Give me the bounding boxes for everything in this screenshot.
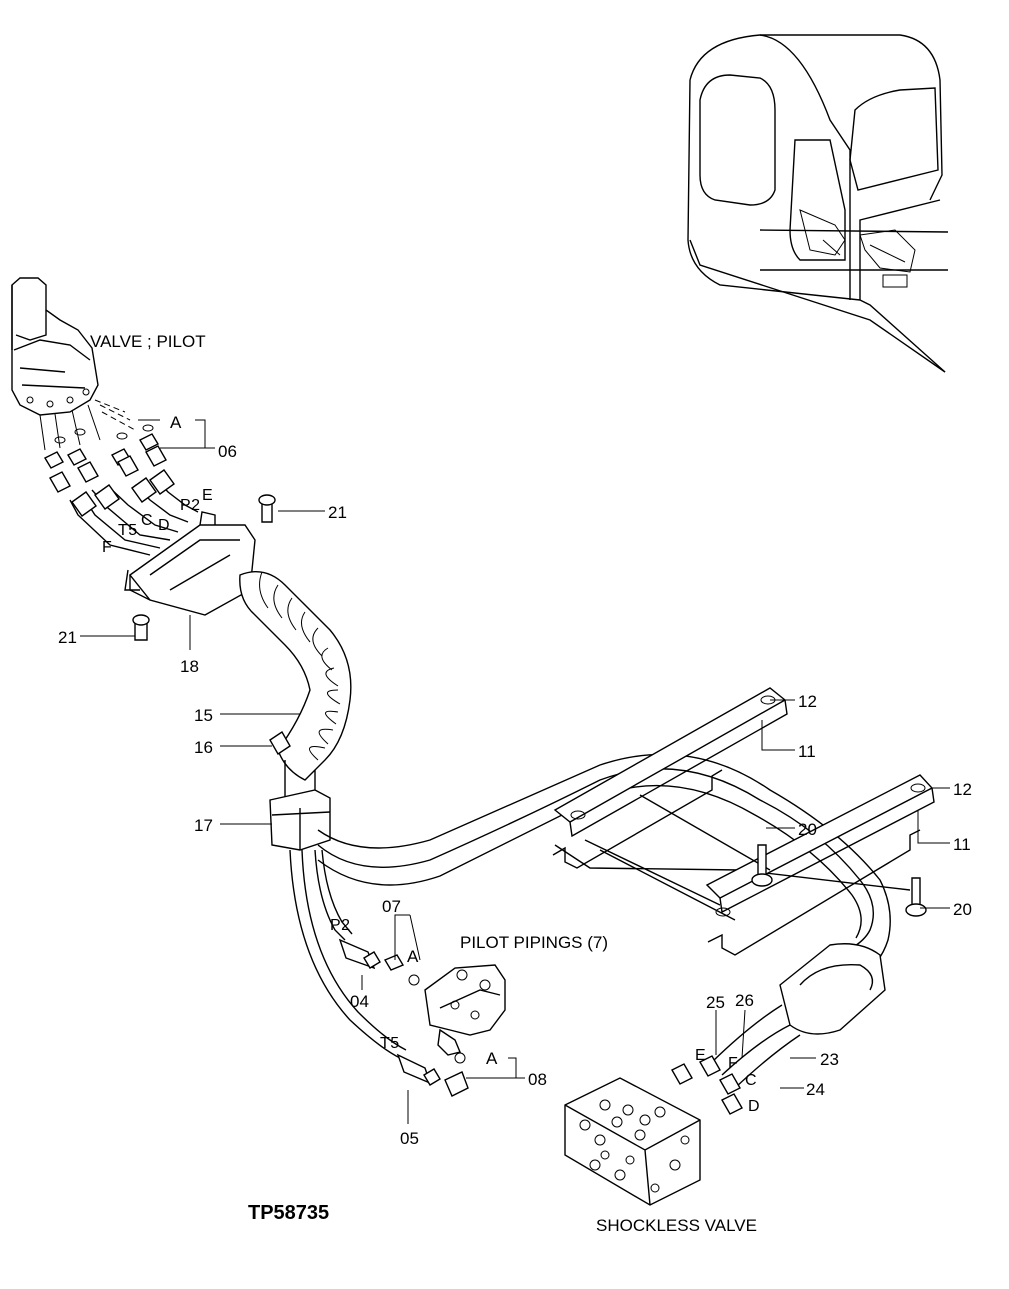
callout-21-lower: 21 [58,628,77,647]
callout-20-upper: 20 [798,820,817,839]
valve-pilot-label: VALVE ; PILOT [90,332,206,351]
callout-25: 25 [706,993,725,1012]
port-label-e-top: E [202,487,213,504]
hose-runs [289,753,891,1089]
detail-marker-a-top: A [170,413,182,432]
port-label-t5-low: T5 [380,1035,400,1052]
callout-17: 17 [194,816,213,835]
port-label-p2-low: P2 [330,917,351,934]
shockless-valve-drawing [564,1055,743,1206]
callout-24: 24 [806,1080,825,1099]
callout-04: 04 [350,992,369,1011]
port-label-c-top: C [141,512,153,529]
pilot-pipings-label: PILOT PIPINGS (7) [460,933,608,952]
callout-26: 26 [735,991,754,1010]
port-label-d-top: D [158,517,170,534]
callout-11-upper: 11 [798,742,816,761]
figure-id: TP58735 [248,1202,329,1224]
shockless-valve-label: SHOCKLESS VALVE [596,1216,757,1235]
port-label-d-low: D [748,1098,760,1115]
floor-channels [552,687,935,956]
callout-15: 15 [194,706,213,725]
callout-12-upper: 12 [798,692,817,711]
callout-12-lower: 12 [953,780,972,799]
callout-20-lower: 20 [953,900,972,919]
callout-06: 06 [218,442,237,461]
port-label-p2-top: P2 [180,497,201,514]
callout-07: 07 [382,897,401,916]
callout-18: 18 [180,657,199,676]
bolts-21 [132,494,276,641]
port-label-e-low: E [695,1047,706,1064]
port-label-c-low: C [745,1072,757,1089]
leader-lines [80,419,950,1124]
port-label-t5-top: T5 [118,522,138,539]
callout-05: 05 [400,1129,419,1148]
port-label-f-top: F [102,539,112,556]
pilot-pipings-block [338,938,506,1097]
detail-marker-a-mid: A [407,947,419,966]
cab-inset-illustration [687,34,949,373]
callout-08: 08 [528,1070,547,1089]
callout-11-lower: 11 [953,835,971,854]
port-label-f-low: F [728,1055,738,1072]
hose-bracket-and-boot [124,511,352,851]
detail-marker-a-low: A [486,1049,498,1068]
callout-16: 16 [194,738,213,757]
pilot-valve-drawing [11,277,199,556]
callout-23: 23 [820,1050,839,1069]
callout-21-upper: 21 [328,503,347,522]
